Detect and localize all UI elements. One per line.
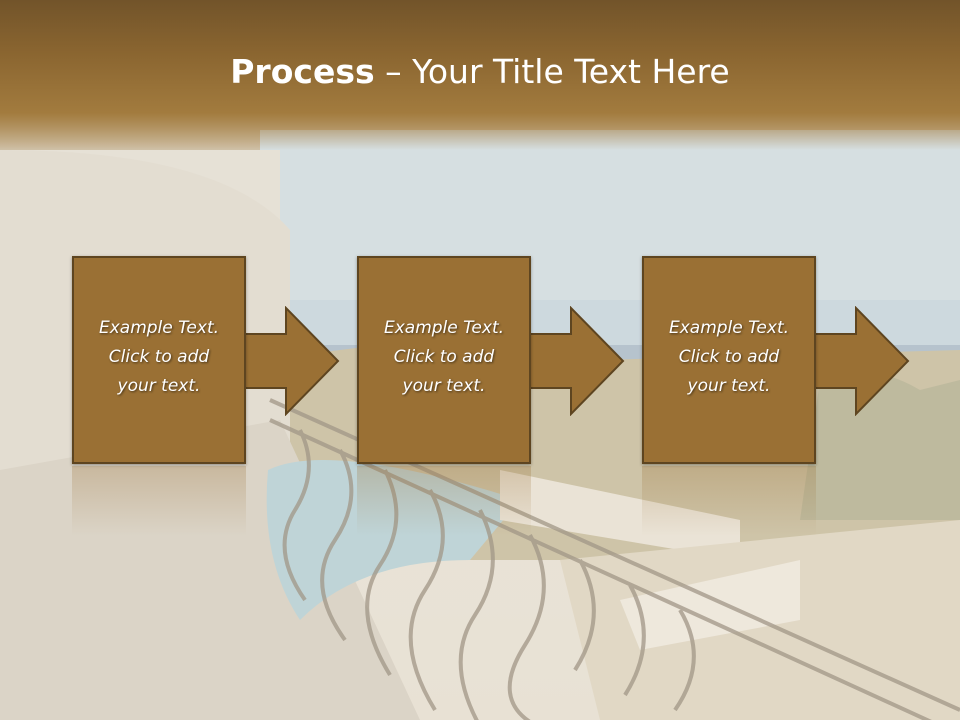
step-text-line: your text. (687, 376, 771, 396)
process-step-2[interactable]: Example Text. Click to add your text. (357, 256, 531, 464)
step-text-line: Example Text. (668, 318, 790, 338)
step-text-line: your text. (402, 376, 486, 396)
box-reflection (357, 466, 531, 536)
step-text: Example Text. Click to add your text. (359, 314, 529, 401)
slide-title[interactable]: Process – Your Title Text Here (0, 52, 960, 91)
box-reflection (72, 466, 246, 536)
step-text: Example Text. Click to add your text. (644, 314, 814, 401)
process-step-3[interactable]: Example Text. Click to add your text. (642, 256, 816, 464)
step-text-line: your text. (117, 376, 201, 396)
step-text-line: Example Text. (383, 318, 505, 338)
step-text-line: Click to add (393, 347, 495, 367)
step-text-line: Example Text. (98, 318, 220, 338)
step-text: Example Text. Click to add your text. (74, 314, 244, 401)
step-text-line: Click to add (108, 347, 210, 367)
process-step-1[interactable]: Example Text. Click to add your text. (72, 256, 246, 464)
right-arrow-icon (240, 306, 340, 416)
box-reflection (642, 466, 816, 536)
step-text-line: Click to add (678, 347, 780, 367)
right-arrow-icon (810, 306, 910, 416)
title-strong: Process (230, 52, 375, 91)
title-rest: – Your Title Text Here (374, 52, 730, 91)
title-band (0, 0, 960, 150)
right-arrow-icon (525, 306, 625, 416)
